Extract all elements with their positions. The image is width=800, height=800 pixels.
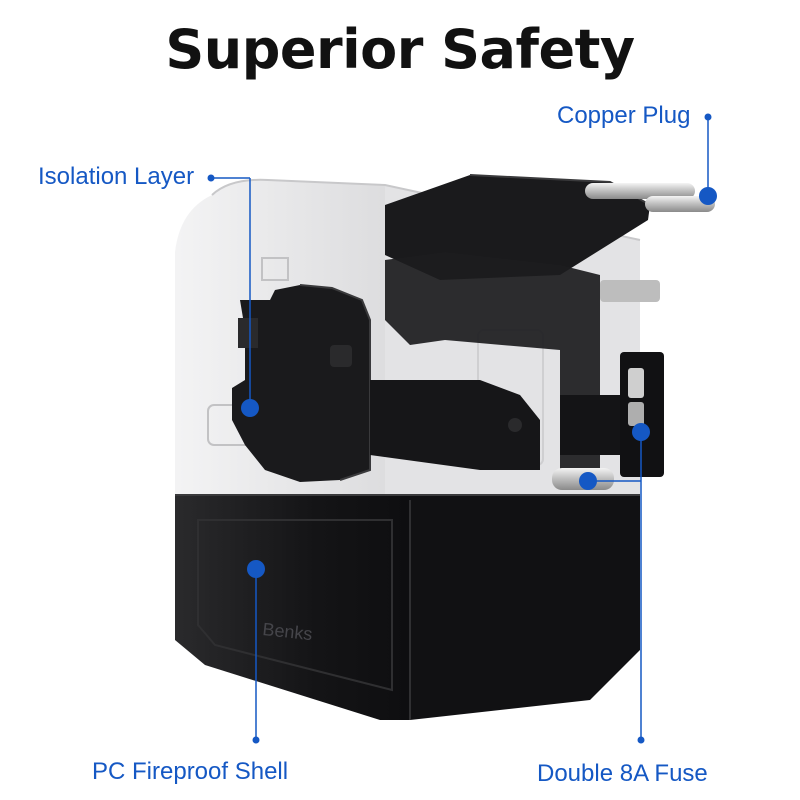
marker-copper-plug xyxy=(699,187,717,205)
page-title: Superior Safety xyxy=(165,18,635,81)
uk-plug-frame xyxy=(385,252,660,470)
pc-fireproof-shell: Benks xyxy=(175,494,640,720)
copper-pin-upper xyxy=(585,183,695,199)
callout-pc-fireproof-shell: PC Fireproof Shell xyxy=(92,758,289,785)
callout-copper-plug: Copper Plug xyxy=(557,102,691,129)
isolation-mechanism xyxy=(232,284,540,482)
callout-double-fuse: Double 8A Fuse xyxy=(537,760,708,787)
fuse-lower xyxy=(628,402,644,426)
callout-markers xyxy=(207,113,717,744)
callout-isolation-layer: Isolation Layer xyxy=(38,163,195,190)
uk-pin-top xyxy=(600,280,660,302)
marker-isolation-layer xyxy=(241,399,259,417)
socket-slot-top xyxy=(261,257,289,281)
copper-pin-lower xyxy=(645,196,715,212)
fuse-upper xyxy=(628,368,644,398)
